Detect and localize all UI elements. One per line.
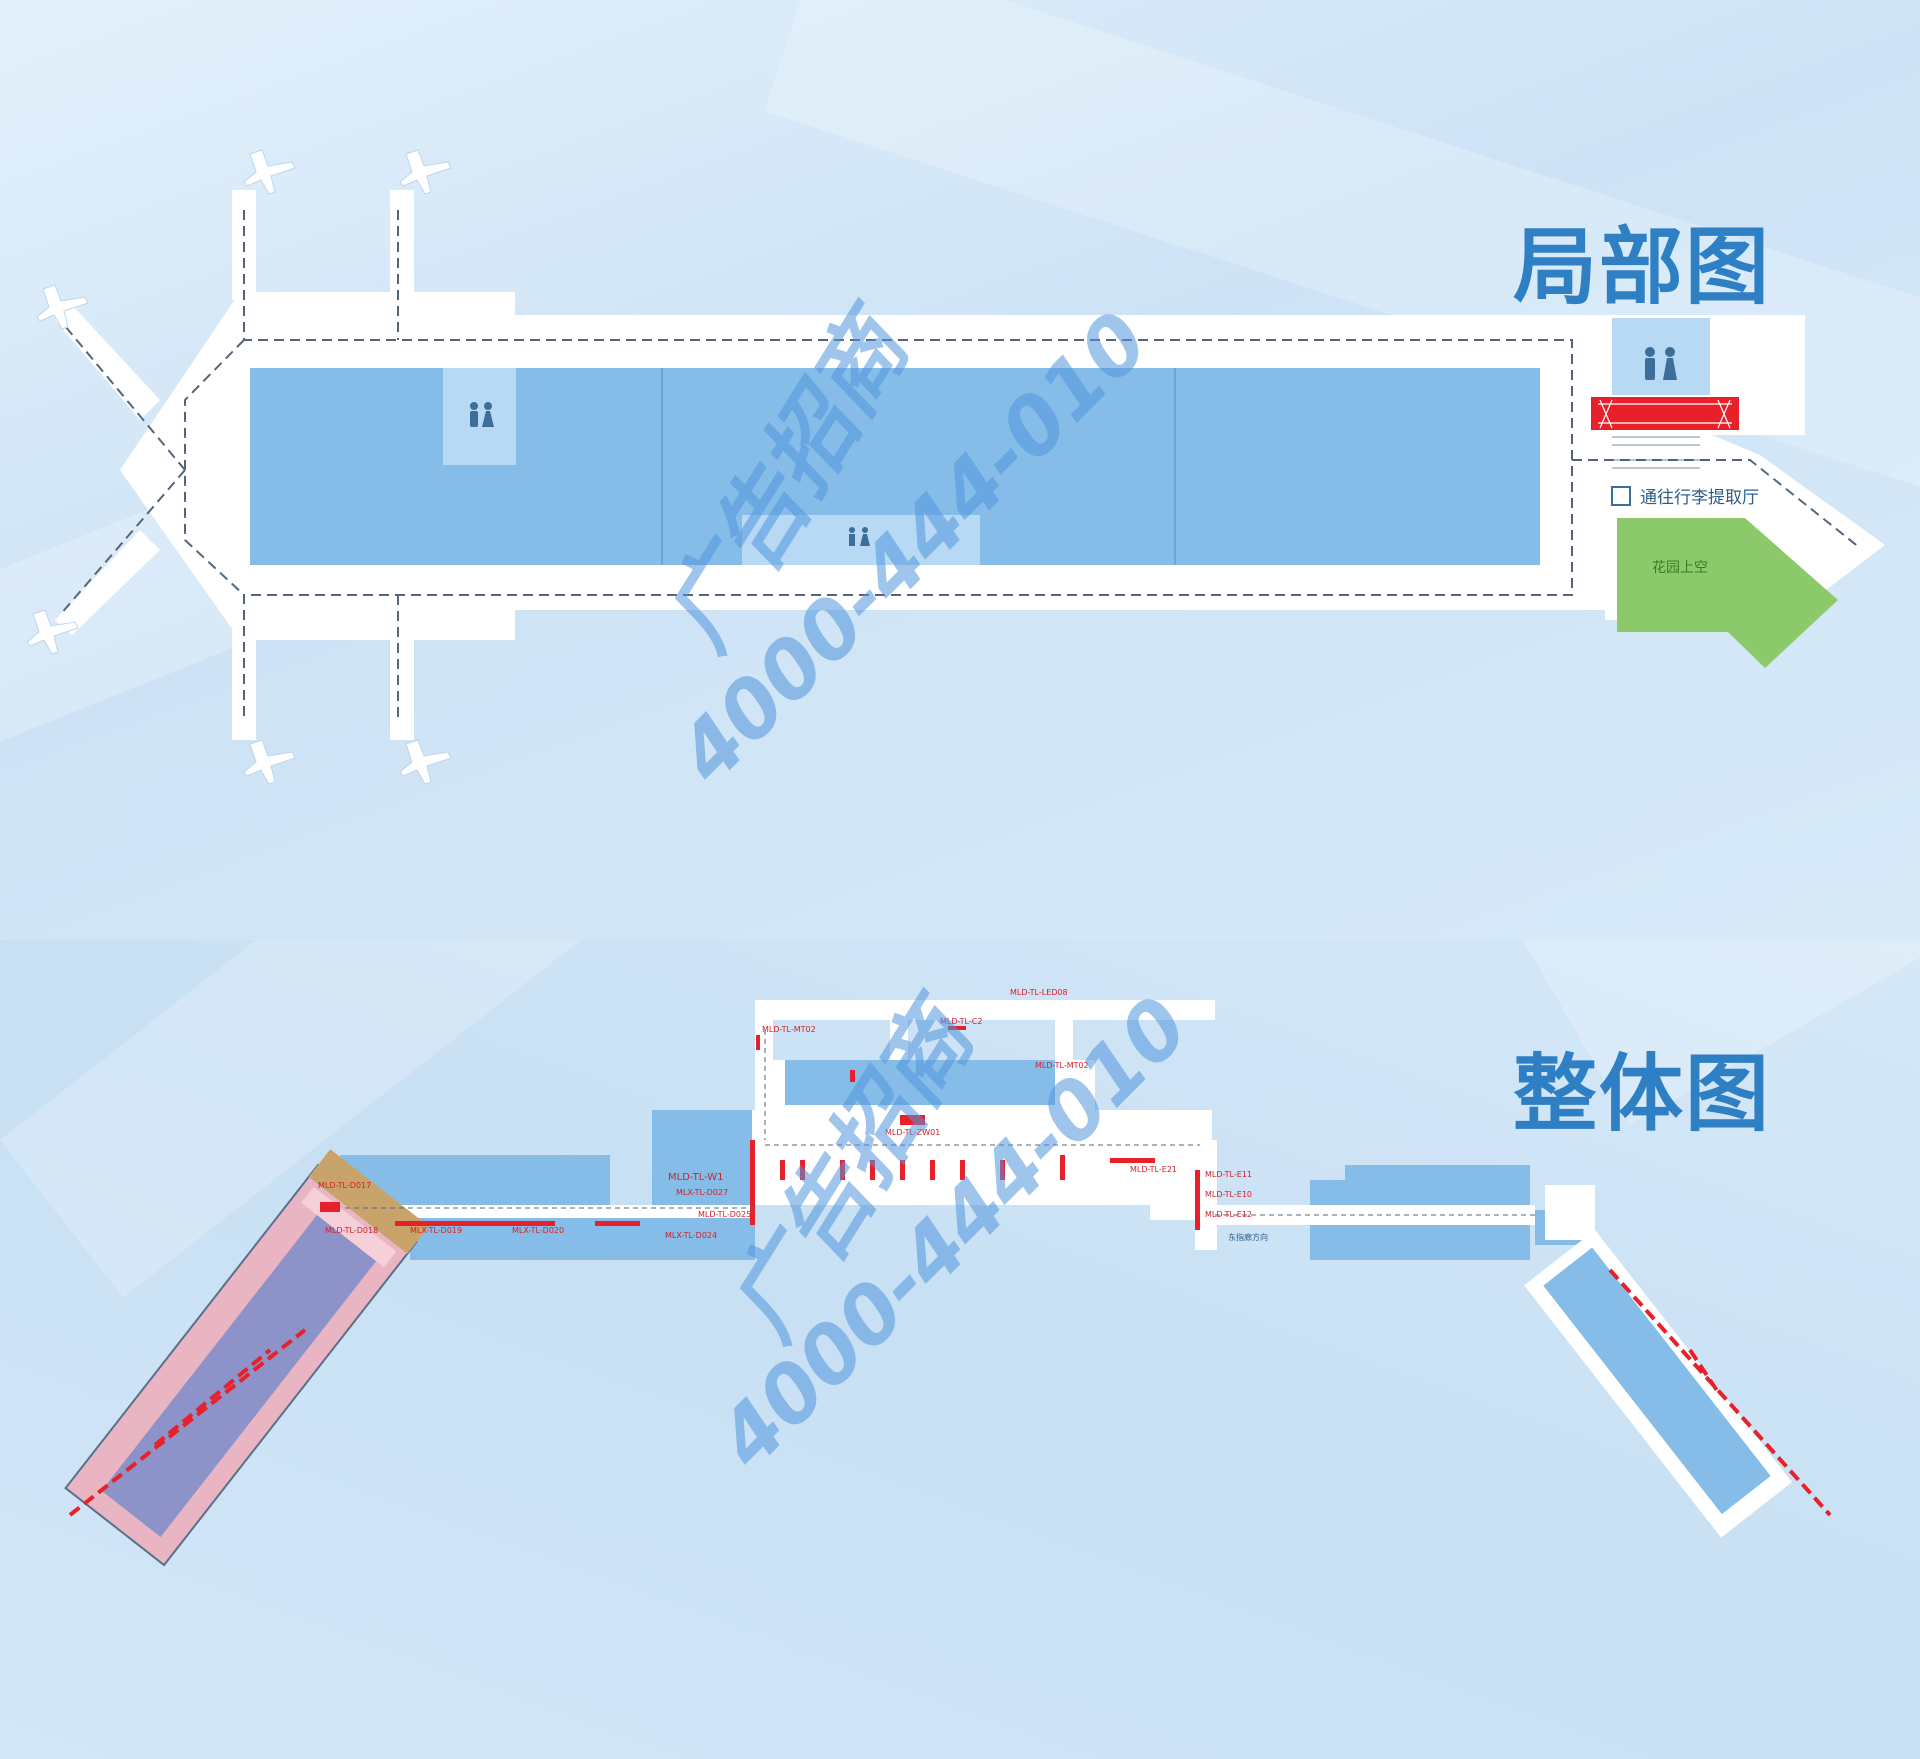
ad-code-label: MLD-TL-D018 xyxy=(325,1226,378,1235)
ad-code-label: MLD-TL-MT02 xyxy=(762,1025,816,1034)
detail-map-panel: 通往行李提取厅 花园上空 局部图 xyxy=(0,0,1920,940)
ad-position-marker xyxy=(320,1026,1200,1230)
central-hall xyxy=(785,1060,960,1105)
airplane-icon xyxy=(26,149,452,785)
circulation-path xyxy=(59,210,1861,720)
restroom-block xyxy=(1612,318,1710,398)
restroom-block xyxy=(443,368,516,465)
overview-map-panel: MLD-TL-LED08 MLD-TL-C2 MLD-TL-MT02 MLD-T… xyxy=(0,940,1920,1759)
ad-code-label: MLX-TL-D024 xyxy=(665,1231,717,1240)
ad-code-label: MLX-TL-D020 xyxy=(512,1226,564,1235)
detail-title: 局部图 xyxy=(1513,218,1772,316)
central-lower xyxy=(770,1150,1070,1205)
overview-title: 整体图 xyxy=(1513,1045,1772,1143)
east-pier-hall xyxy=(1543,1247,1771,1515)
ad-code-label: MLD-TL-ZW01 xyxy=(885,1128,940,1137)
baggage-hall-icon xyxy=(1611,486,1631,506)
ad-position-line xyxy=(68,1268,1832,1517)
north-corridor xyxy=(755,1000,1215,1020)
gate-pier xyxy=(390,190,414,300)
ad-code-label: MLD-TL-D025 xyxy=(698,1210,751,1219)
ad-code-label: MLD-TL-E21 xyxy=(1130,1165,1177,1174)
ad-code-label: MLD-TL-E10 xyxy=(1205,1190,1252,1199)
ad-code-label: MLD-TL-C2 xyxy=(940,1017,982,1026)
east-hall xyxy=(1345,1165,1530,1185)
overview-map: MLD-TL-LED08 MLD-TL-C2 MLD-TL-MT02 MLD-T… xyxy=(64,988,1832,1567)
exit-label: 通往行李提取厅 xyxy=(1640,488,1759,508)
gate-pier xyxy=(55,305,160,420)
ad-code-label: MLX-TL-D027 xyxy=(676,1188,728,1197)
ad-panel-highlight xyxy=(1589,395,1741,432)
ad-panel-pattern xyxy=(1598,399,1732,429)
ad-code-label: MLX-TL-D019 xyxy=(410,1226,462,1235)
east-node xyxy=(1545,1185,1595,1240)
ad-code-labels: MLD-TL-LED08 MLD-TL-C2 MLD-TL-MT02 MLD-T… xyxy=(318,988,1268,1242)
garden-label: 花园上空 xyxy=(1652,560,1708,576)
garden-void xyxy=(1617,518,1838,668)
ad-code-label: MLD-TL-W1 xyxy=(668,1172,724,1183)
east-link xyxy=(1195,1140,1217,1250)
ad-code-label: MLD-TL-E12 xyxy=(1205,1210,1252,1219)
ad-code-label: MLD-TL-D017 xyxy=(318,1181,371,1190)
east-hall xyxy=(1310,1225,1530,1260)
gate-pier xyxy=(55,530,160,635)
restroom-block xyxy=(742,515,980,565)
circulation-path xyxy=(345,1030,1535,1216)
direction-label: 东指廊方向 xyxy=(1228,1232,1268,1242)
east-walkway xyxy=(1215,1205,1535,1225)
restroom-icon xyxy=(470,347,1677,546)
east-pier xyxy=(1524,1230,1793,1538)
central-hall xyxy=(960,1060,1055,1105)
ad-code-label: MLD-TL-LED08 xyxy=(1010,988,1068,997)
west-pier-node xyxy=(308,1149,429,1254)
detail-map: 通往行李提取厅 花园上空 xyxy=(26,149,1885,785)
ad-code-label: MLD-TL-MT02 xyxy=(1035,1061,1089,1070)
west-pier xyxy=(64,1149,429,1567)
ad-code-label: MLD-TL-E11 xyxy=(1205,1170,1252,1179)
gate-pier xyxy=(390,630,414,740)
